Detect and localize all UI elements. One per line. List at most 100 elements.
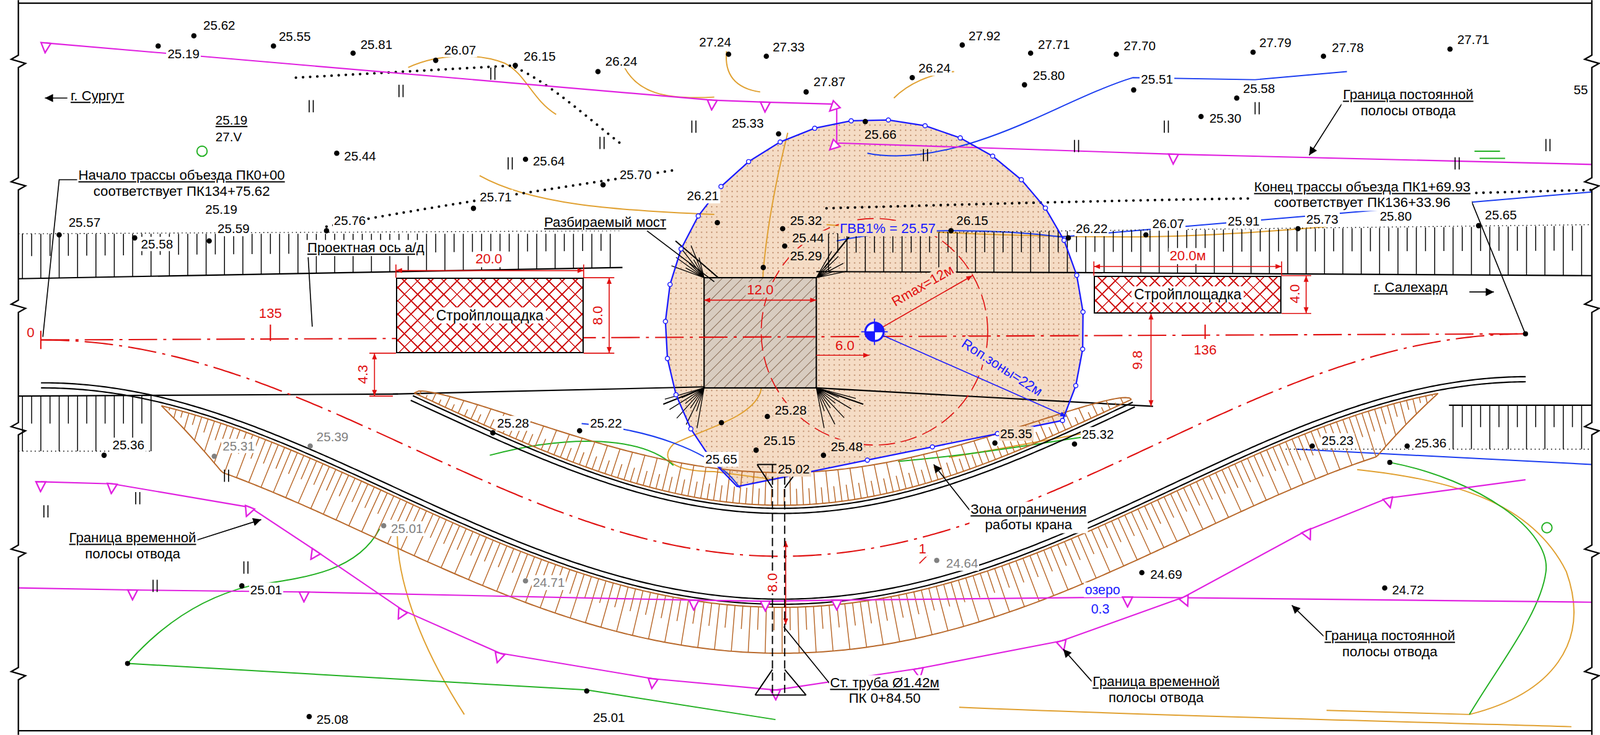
leader-line bbox=[1309, 99, 1346, 156]
dimension-label: 9.8 bbox=[1129, 349, 1146, 372]
spot-elevation: 25.22 bbox=[588, 416, 624, 432]
callout-heading: Граница временной bbox=[1092, 674, 1220, 690]
spot-elevation: 24.71 bbox=[531, 575, 567, 590]
elevation-point bbox=[821, 452, 827, 458]
crane-center-symbol bbox=[861, 318, 888, 346]
node-label: Стройплощадка bbox=[433, 307, 546, 325]
road-edge bbox=[18, 394, 399, 396]
vegetation-line bbox=[1474, 151, 1505, 159]
spot-elevation: 26.07 bbox=[443, 42, 478, 58]
spot-elevation: 25.30 bbox=[1208, 110, 1244, 126]
spot-elevation: 25.71 bbox=[478, 189, 514, 205]
spot-elevation: 25.28 bbox=[495, 416, 531, 432]
road-axis bbox=[40, 334, 1526, 341]
leader-line bbox=[1292, 605, 1327, 639]
dimension-line bbox=[760, 218, 988, 446]
spot-elevation: 25.58 bbox=[1241, 81, 1277, 97]
spot-elevation: 25.59 bbox=[216, 221, 251, 237]
forest-edge bbox=[826, 189, 1592, 209]
callout-heading: Зона ограничения bbox=[970, 501, 1087, 517]
callout-label: Начало трассы объезда ПК0+00 соответству… bbox=[77, 167, 287, 200]
slope-crest-line bbox=[18, 230, 623, 234]
contour-line bbox=[959, 707, 1572, 727]
spot-elevation: 27.71 bbox=[1456, 32, 1491, 48]
elevation-point bbox=[1250, 49, 1257, 56]
contour-line bbox=[479, 175, 715, 215]
station-label: 136 bbox=[1192, 342, 1218, 359]
elevation-point bbox=[992, 440, 998, 447]
dimension-line bbox=[816, 354, 870, 356]
elevation-point bbox=[1065, 235, 1072, 242]
marsh-symbol bbox=[43, 67, 1551, 592]
spot-elevation: 26.15 bbox=[522, 48, 558, 64]
road-axis bbox=[1523, 331, 1529, 337]
spot-elevation: 25.58 bbox=[140, 236, 175, 252]
elevation-point bbox=[714, 219, 721, 226]
elevation-point bbox=[1028, 50, 1034, 57]
dimension-line bbox=[395, 270, 584, 272]
elevation-point bbox=[595, 68, 602, 75]
elevation-point bbox=[1295, 226, 1301, 232]
spot-elevation: 25.35 bbox=[998, 426, 1034, 442]
spot-elevation: 25.76 bbox=[332, 213, 368, 229]
crane-zone-fill bbox=[665, 120, 1084, 488]
road-edge bbox=[40, 381, 1526, 605]
leader-line bbox=[44, 97, 67, 99]
elevation-point bbox=[803, 89, 810, 95]
leader-line bbox=[307, 257, 313, 327]
water-line bbox=[581, 71, 1592, 488]
water-line bbox=[581, 423, 740, 489]
spot-elevation: 26.24 bbox=[917, 60, 952, 76]
dimension-label: 20.0 bbox=[474, 250, 504, 268]
node-label: Стройплощадка bbox=[1131, 286, 1244, 304]
dimension-label: Rоп.зоны=22м bbox=[957, 334, 1047, 400]
elevation-point bbox=[211, 453, 218, 460]
right-of-way-boundary bbox=[45, 42, 1592, 165]
vegetation-line bbox=[897, 436, 1084, 462]
slope-edge bbox=[413, 392, 1132, 506]
elevation-point bbox=[56, 33, 1482, 720]
elevation-point bbox=[948, 228, 954, 234]
dimension-line bbox=[1093, 265, 1282, 268]
dimension-line bbox=[369, 353, 396, 396]
elevation-point bbox=[576, 428, 583, 434]
elevation-point bbox=[753, 447, 760, 453]
elevation-point bbox=[1381, 584, 1388, 591]
spot-elevation: 25.31 bbox=[221, 438, 256, 454]
spot-elevation: 24.72 bbox=[1390, 582, 1426, 598]
right-of-way-boundary bbox=[18, 42, 1592, 690]
leader-line bbox=[193, 519, 262, 541]
crane-zone-fill bbox=[665, 120, 1084, 488]
elevation-point bbox=[1143, 232, 1149, 238]
vegetation-line bbox=[127, 663, 776, 721]
spot-elevation: 25.28 bbox=[773, 402, 809, 418]
dimension-line bbox=[874, 331, 1067, 417]
contour-line bbox=[397, 520, 465, 715]
crane-center-symbol bbox=[861, 318, 888, 346]
dimension-label: 4.3 bbox=[355, 363, 372, 386]
elevation-point bbox=[1320, 53, 1327, 59]
spot-elevation: 26.07 bbox=[1150, 216, 1186, 232]
callout-heading: Ст. труба Ø1.42м bbox=[830, 674, 940, 691]
dimension-line bbox=[1150, 313, 1152, 407]
elevation-point bbox=[512, 62, 519, 69]
leader-line bbox=[933, 464, 972, 512]
spot-elevation: 25.01 bbox=[389, 521, 425, 537]
road-edge bbox=[40, 376, 1526, 600]
spot-elevation: 27.24 bbox=[697, 34, 733, 50]
water-line bbox=[867, 71, 1348, 156]
callout-label: г. Салехард bbox=[1372, 280, 1449, 297]
dimension-label: 8.0 bbox=[764, 571, 781, 594]
elevation-point bbox=[775, 131, 782, 137]
slope-hatch bbox=[22, 233, 610, 279]
contour-line bbox=[1326, 469, 1574, 715]
callout-label: Конец трассы объезда ПК1+69.93 соответст… bbox=[1252, 179, 1472, 211]
right-of-way-boundary bbox=[40, 479, 1526, 690]
spot-elevation: 27.87 bbox=[812, 74, 848, 90]
elevation-point bbox=[725, 51, 732, 58]
spot-elevation: 25.55 bbox=[277, 29, 313, 44]
spot-elevation: 27.33 bbox=[771, 39, 807, 55]
callout-label: Граница временной полосы отвода bbox=[1091, 674, 1221, 706]
callout-label: Разбираемый мост bbox=[542, 214, 668, 231]
